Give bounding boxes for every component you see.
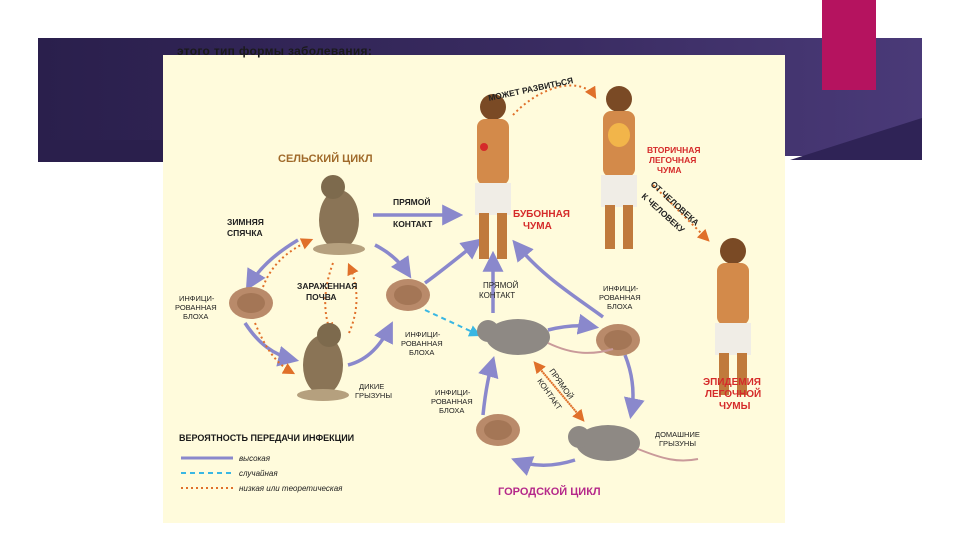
- arrow-rodent-top-to-flea-mid: [374, 243, 412, 279]
- flea-right-line2: РОВАННАЯ: [599, 293, 641, 302]
- arrow-rodent-bottom-to-flea-mid: [347, 321, 393, 367]
- direct-contact-mid-line2: КОНТАКТ: [479, 291, 515, 300]
- flea-right-line1: ИНФИЦИ-: [603, 284, 639, 293]
- urban-cycle-title: ГОРОДСКОЙ ЦИКЛ: [498, 485, 601, 498]
- direct-contact-top-line2: КОНТАКТ: [393, 219, 433, 229]
- flea-bottom-line3: БЛОХА: [439, 406, 464, 415]
- flea-bottom-figure: [476, 414, 520, 446]
- flea-mid-line1: ИНФИЦИ-: [405, 330, 441, 339]
- rat-center-figure: [477, 319, 614, 355]
- flea-right-line3: БЛОХА: [607, 302, 632, 311]
- arrow-rodent-to-flea-left: [245, 238, 299, 291]
- legend-low-label: низкая или теоретическая: [239, 484, 343, 493]
- flea-mid-line3: БЛОХА: [409, 348, 434, 357]
- winter-line2: СПЯЧКА: [227, 228, 263, 238]
- flea-left-figure: [229, 287, 273, 319]
- flea-left-line2: РОВАННАЯ: [175, 303, 217, 312]
- flea-right-figure: [596, 324, 640, 356]
- wild-rodents-line1: ДИКИЕ: [359, 382, 384, 391]
- secondary-line3: ЧУМА: [657, 165, 681, 175]
- arrow-flea-left-to-rodent-bottom: [243, 322, 300, 367]
- man-bubonic-figure: [475, 94, 511, 259]
- soil-line1: ЗАРАЖЕННАЯ: [297, 281, 357, 291]
- epidemic-line3: ЧУМЫ: [719, 401, 751, 412]
- rural-cycle-title: СЕЛЬСКИЙ ЦИКЛ: [278, 152, 373, 165]
- arrow-low-may-develop: [512, 84, 597, 116]
- arrow-flea-right-to-domestic: [623, 354, 645, 420]
- arrow-random-flea-to-rat: [424, 309, 482, 337]
- arrow-rat-to-flea-right: [547, 313, 600, 335]
- bubonic-line2: ЧУМА: [523, 221, 552, 232]
- arrow-low-soil-up: [347, 262, 359, 334]
- human-figures: [475, 86, 751, 395]
- legend-title: ВЕРОЯТНОСТЬ ПЕРЕДАЧИ ИНФЕКЦИИ: [179, 433, 354, 443]
- flea-left-line1: ИНФИЦИ-: [179, 294, 215, 303]
- marmot-top-figure: [313, 175, 365, 255]
- arrow-flea-mid-to-man: [423, 238, 483, 285]
- secondary-line1: ВТОРИЧНАЯ: [647, 145, 701, 155]
- flea-mid-figure: [386, 279, 430, 311]
- secondary-line2: ЛЕГОЧНАЯ: [649, 155, 696, 165]
- may-develop-label: МОЖЕТ РАЗВИТЬСЯ: [487, 75, 574, 103]
- arrow-domestic-to-flea-bottom: [511, 456, 576, 476]
- plague-cycle-diagram: СЕЛЬСКИЙ ЦИКЛ ПРЯМОЙ КОНТАКТ ЗИМНЯЯ СПЯЧ…: [163, 55, 785, 523]
- legend-random-label: случайная: [239, 469, 278, 478]
- man-epidemic-figure: [715, 238, 751, 395]
- marmot-bottom-figure: [297, 323, 349, 401]
- legend: ВЕРОЯТНОСТЬ ПЕРЕДАЧИ ИНФЕКЦИИ высокая сл…: [179, 433, 354, 493]
- flea-mid-line2: РОВАННАЯ: [401, 339, 443, 348]
- winter-line1: ЗИМНЯЯ: [227, 217, 264, 227]
- arrow-flea-right-to-man: [512, 239, 605, 319]
- legend-high-label: высокая: [239, 454, 271, 463]
- man-secondary-figure: [601, 86, 637, 249]
- domestic-rodents-line2: ГРЫЗУНЫ: [659, 439, 696, 448]
- arrows: [243, 84, 710, 476]
- direct-contact-mid-line1: ПРЯМОЙ: [483, 281, 519, 290]
- rat-domestic-figure: [568, 425, 699, 462]
- domestic-rodents-line1: ДОМАШНИЕ: [655, 430, 700, 439]
- figures: [229, 175, 699, 462]
- epidemic-line2: ЛЕГОЧНОЙ: [705, 387, 761, 400]
- accent-bar: [822, 0, 876, 90]
- flea-bottom-line2: РОВАННАЯ: [431, 397, 473, 406]
- arrow-flea-bottom-to-rat: [478, 355, 499, 416]
- soil-line2: ПОЧВА: [306, 292, 337, 302]
- flea-bottom-line1: ИНФИЦИ-: [435, 388, 471, 397]
- epidemic-line1: ЭПИДЕМИЯ: [703, 377, 761, 388]
- arrow-low-winter: [262, 238, 314, 288]
- direct-contact-top-line1: ПРЯМОЙ: [393, 196, 430, 207]
- flea-left-line3: БЛОХА: [183, 312, 208, 321]
- slide-caption: этого тип формы заболевания:: [177, 44, 373, 58]
- bubonic-line1: БУБОННАЯ: [513, 209, 570, 220]
- arrow-low-flea-left-to-bottom: [254, 322, 296, 375]
- wild-rodents-line2: ГРЫЗУНЫ: [355, 391, 392, 400]
- title-band-step: [38, 140, 168, 162]
